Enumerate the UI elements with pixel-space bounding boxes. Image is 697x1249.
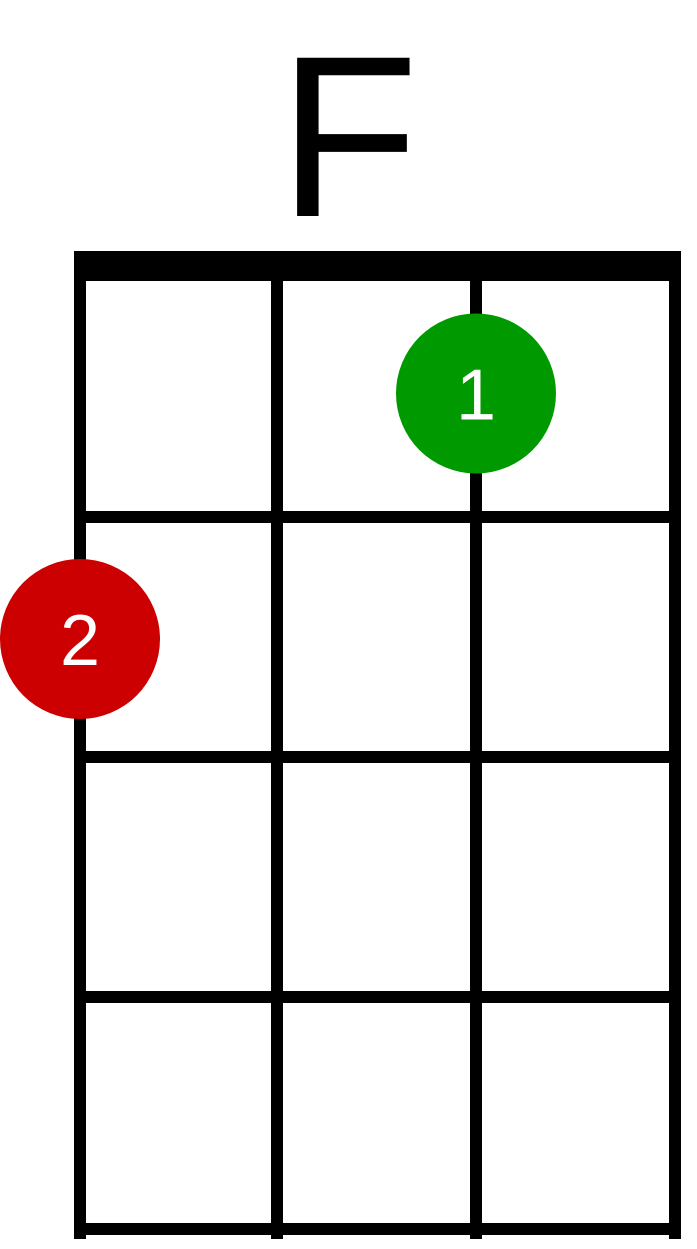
finger-1-marker: 1 xyxy=(396,313,556,474)
finger-2-marker: 2 xyxy=(0,559,160,719)
finger-number: 1 xyxy=(456,356,496,436)
finger-dot xyxy=(396,313,556,474)
finger-number: 2 xyxy=(60,601,100,681)
finger-markers: 12 xyxy=(0,313,556,719)
chord-name: F xyxy=(278,8,419,265)
fretboard-grid xyxy=(74,251,681,1239)
nut xyxy=(74,251,681,281)
finger-dot xyxy=(0,559,160,719)
